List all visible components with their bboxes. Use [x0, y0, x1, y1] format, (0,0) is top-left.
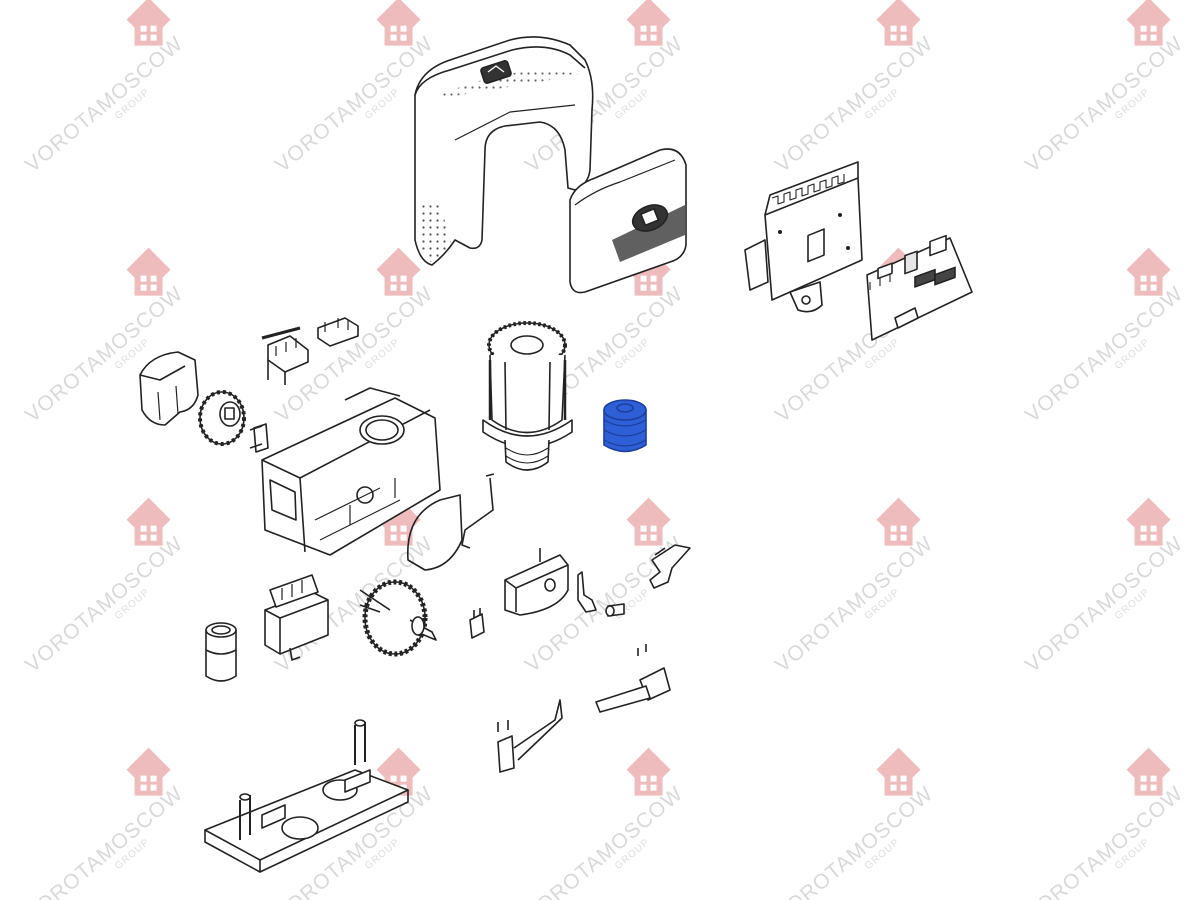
watermark-logo-icon	[1126, 0, 1171, 46]
watermark-logo-icon	[1126, 747, 1171, 796]
limit-switch-cover[interactable]	[504, 548, 569, 616]
watermark-text: VOROTAMOSCOW	[21, 782, 188, 900]
release-cover[interactable]	[139, 351, 199, 426]
watermark-text: VOROTAMOSCOW	[771, 32, 938, 177]
watermark-text: VOROTAMOSCOW	[21, 532, 188, 677]
foundation-plate[interactable]	[204, 719, 409, 873]
watermark-text: VOROTAMOSCOW	[271, 32, 438, 177]
motor-cover[interactable]	[414, 36, 594, 266]
watermark-logo-icon	[876, 497, 921, 546]
watermark-text: VOROTAMOSCOW	[771, 532, 938, 677]
watermark-subtext: GROUP	[863, 587, 902, 622]
watermark-logo-icon	[1126, 247, 1171, 296]
watermark-subtext: GROUP	[1113, 837, 1152, 872]
watermark-logo-icon	[626, 747, 671, 796]
watermark-text: VOROTAMOSCOW	[1021, 32, 1188, 177]
watermark-logo-icon	[626, 0, 671, 46]
capacitor[interactable]	[205, 622, 237, 682]
watermark-logo-icon	[876, 0, 921, 46]
watermark-text: VOROTAMOSCOW	[1021, 282, 1188, 427]
watermark-logo-icon	[126, 0, 171, 46]
transformer[interactable]	[264, 574, 329, 661]
drive-gear[interactable]	[198, 390, 246, 446]
lever[interactable]	[649, 544, 691, 589]
watermark-subtext: GROUP	[1113, 87, 1152, 122]
connector-clip[interactable]	[317, 317, 359, 347]
watermark-subtext: GROUP	[113, 87, 152, 122]
worm-screw[interactable]	[603, 399, 647, 453]
watermark-logo-icon	[626, 497, 671, 546]
watermark-logo-icon	[126, 247, 171, 296]
watermark-text: VOROTAMOSCOW	[1021, 532, 1188, 677]
watermark-logo-icon	[126, 497, 171, 546]
watermark-subtext: GROUP	[863, 87, 902, 122]
release-key[interactable]	[577, 571, 625, 617]
watermark-text: VOROTAMOSCOW	[1021, 782, 1188, 900]
watermark-text: VOROTAMOSCOW	[21, 32, 188, 177]
watermark-subtext: GROUP	[113, 837, 152, 872]
watermark-subtext: GROUP	[113, 587, 152, 622]
small-bracket[interactable]	[249, 423, 269, 453]
watermark-subtext: GROUP	[363, 837, 402, 872]
terminal-block[interactable]	[261, 326, 309, 385]
gasket[interactable]	[407, 473, 495, 571]
side-cover[interactable]	[569, 148, 687, 294]
watermark-logo-icon	[1126, 497, 1171, 546]
watermark-subtext: GROUP	[613, 87, 652, 122]
control-board[interactable]	[866, 234, 973, 341]
watermark-subtext: GROUP	[1113, 337, 1152, 372]
watermark-logo-icon	[876, 747, 921, 796]
watermark-subtext: GROUP	[863, 337, 902, 372]
watermark-logo-icon	[376, 247, 421, 296]
motor-stator[interactable]	[482, 321, 573, 471]
mounting-plate[interactable]	[744, 161, 863, 313]
limit-spring-right[interactable]	[595, 644, 671, 713]
fuse[interactable]	[469, 608, 485, 639]
watermark-subtext: GROUP	[863, 837, 902, 872]
watermark-subtext: GROUP	[1113, 587, 1152, 622]
watermark-subtext: GROUP	[613, 337, 652, 372]
gearbox-housing[interactable]	[261, 387, 441, 556]
watermark-text: VOROTAMOSCOW	[771, 782, 938, 900]
watermark-logo-icon	[376, 0, 421, 46]
watermark-subtext: GROUP	[363, 337, 402, 372]
watermark-subtext: GROUP	[363, 87, 402, 122]
rotor-gear[interactable]	[359, 579, 437, 657]
watermark-logo-icon	[126, 747, 171, 796]
watermark-text: VOROTAMOSCOW	[521, 782, 688, 900]
limit-spring-left[interactable]	[497, 699, 563, 773]
watermark-subtext: GROUP	[613, 837, 652, 872]
